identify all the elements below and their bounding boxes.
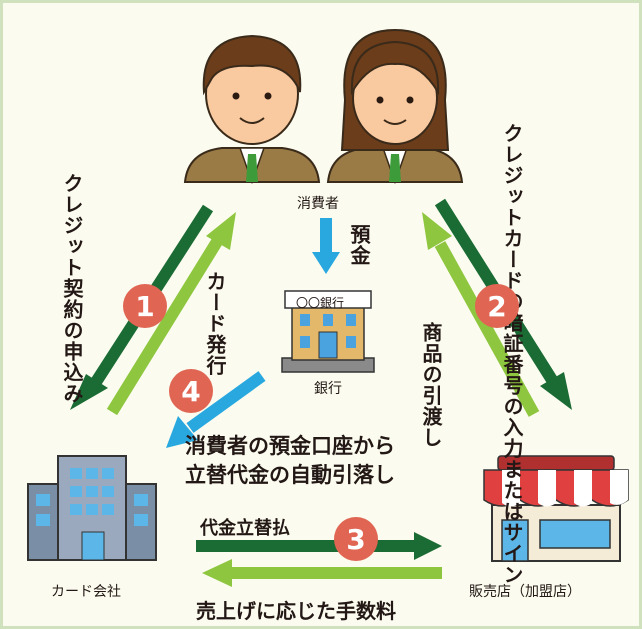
diagram-canvas [27,28,629,587]
arrow-auto-debit [166,371,266,448]
bank-icon [281,290,375,373]
step-badge-1: 1 [123,284,167,328]
deposit-label: 預金 [347,224,371,266]
pin-or-sign-label: クレジットカードの暗証番号の入力またはサイン [500,123,524,585]
auto-debit-label-line2: 立替代金の自動引落し [185,463,395,487]
credit-application-label: クレジット契約の申込み [60,173,84,404]
card-company-label: カード会社 [51,584,121,600]
goods-delivery-label: 商品の引渡し [419,322,443,448]
arrow-pin-or-sign [422,212,540,417]
consumer-label: 消費者 [297,196,339,212]
advance-payment-label: 代金立替払 [200,518,290,539]
store-label: 販売店（加盟店） [469,584,581,600]
bank-sign-text: 〇〇銀行 [296,296,345,310]
card-company-building-icon [27,455,157,561]
fee-label: 売上げに応じた手数料 [196,599,396,623]
arrow-fee [202,559,442,587]
arrow-card-issue [106,212,236,416]
card-issue-label: カード発行 [203,271,227,376]
auto-debit-label-line1: 消費者の預金口座から [185,434,395,458]
step-badge-3: 3 [334,517,378,561]
arrow-deposit [312,218,340,274]
step-badge-2: 2 [475,284,519,328]
bank-label: 銀行 [314,381,342,397]
consumer-man-icon [183,34,321,185]
consumer-woman-icon [326,28,464,185]
step-badge-4: 4 [169,369,213,413]
store-icon [483,455,629,562]
arrow-advance-payment [196,532,442,560]
